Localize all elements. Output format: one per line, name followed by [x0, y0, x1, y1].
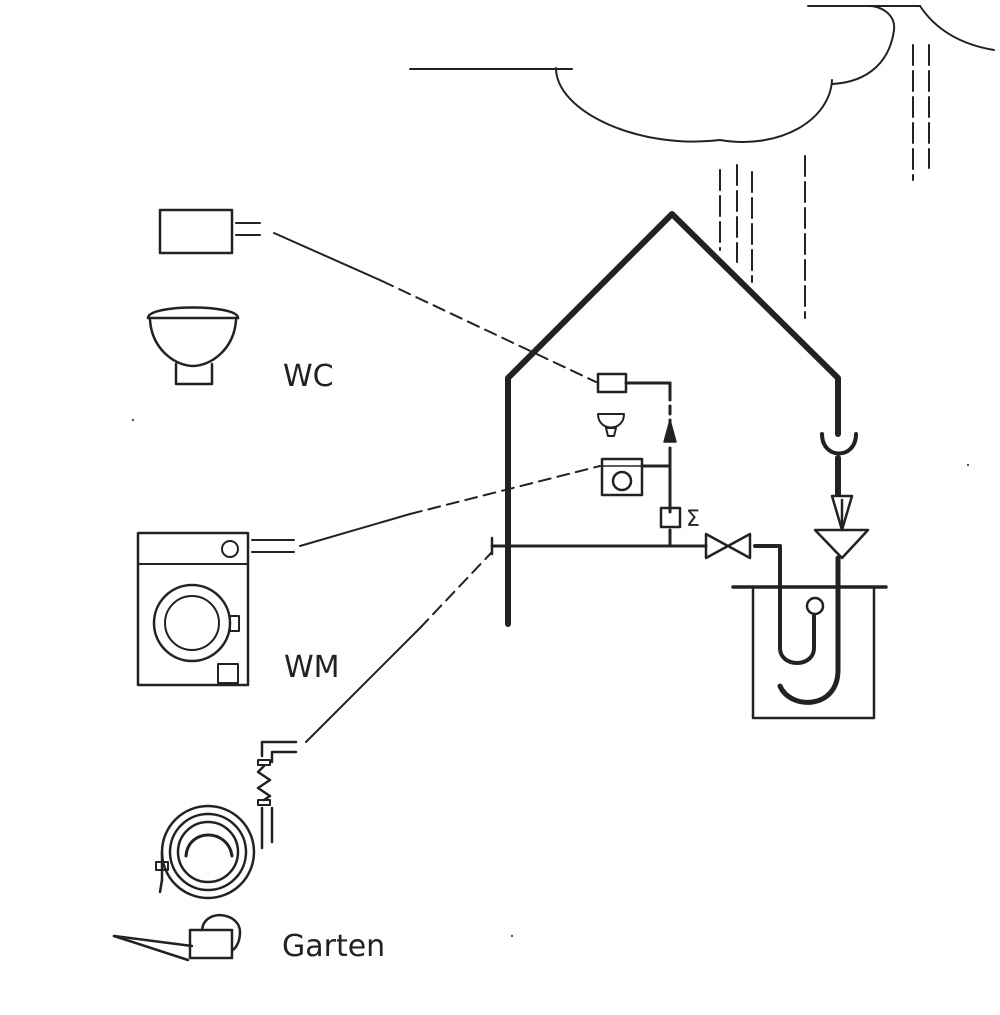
- toilet-icon: [146, 306, 240, 386]
- cistern-small-icon: [596, 372, 628, 394]
- cloud-icon: [409, 5, 995, 143]
- hose-reel-icon: [155, 740, 298, 900]
- wm-label: WM: [284, 650, 340, 685]
- pump-icon: [805, 596, 825, 616]
- leader-lines: [273, 232, 601, 743]
- tank-icon: [731, 544, 888, 720]
- downpipe: [820, 417, 858, 497]
- rain-icon: [719, 44, 930, 319]
- washing-machine-icon: [136, 531, 295, 687]
- supply-pipe: [490, 381, 708, 556]
- filter-icon: [813, 494, 870, 577]
- washing-machine-small-icon: [600, 457, 644, 497]
- house-icon: [505, 211, 841, 627]
- sum-symbol: Σ: [686, 507, 700, 532]
- cistern-icon: [158, 208, 261, 255]
- paper-specks: [131, 418, 970, 938]
- wc-label: WC: [283, 359, 334, 394]
- meter-icon: Σ: [659, 506, 700, 532]
- watering-can-icon: [112, 913, 242, 962]
- valve-icon: [704, 532, 752, 560]
- flow-arrow-icon: [663, 419, 677, 443]
- toilet-small-icon: [597, 413, 625, 437]
- garden-label: Garten: [282, 929, 385, 964]
